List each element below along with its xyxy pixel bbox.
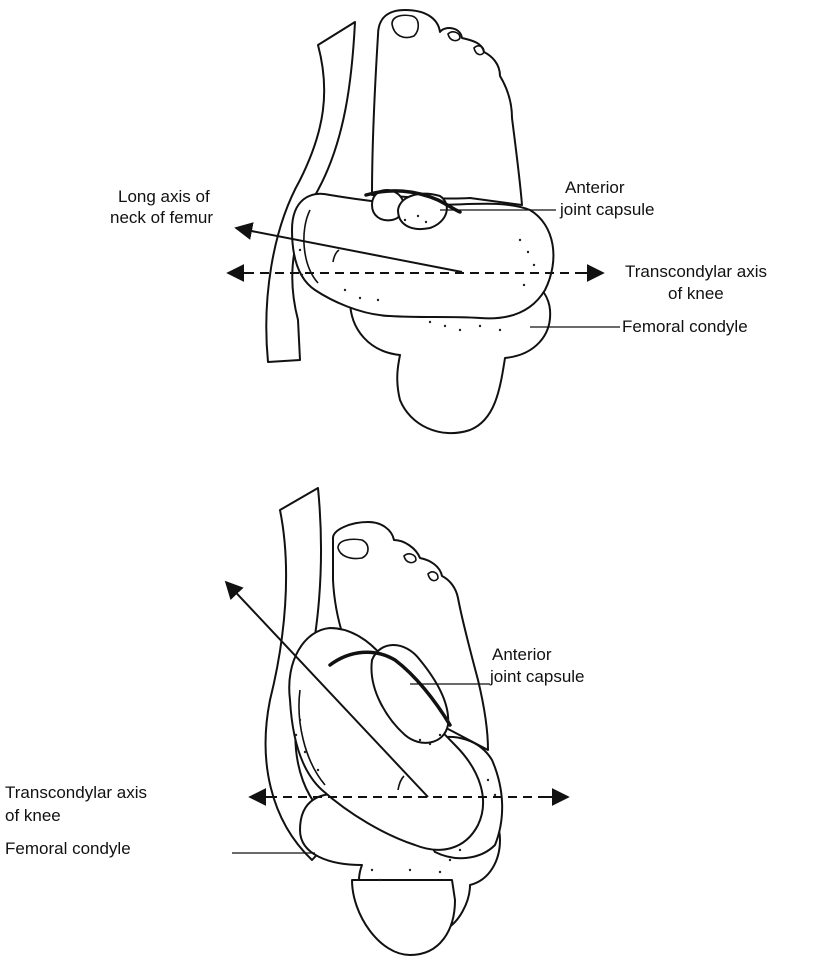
top-transcondylar-label-line1: Transcondylar axis	[625, 262, 767, 282]
top-pelvis-strip	[266, 22, 355, 362]
top-capsule-label-line1: Anterior	[565, 178, 625, 198]
top-long-axis-label-line2: neck of femur	[110, 208, 213, 228]
bottom-capsule-label-line1: Anterior	[492, 645, 552, 665]
top-foot	[372, 10, 522, 205]
top-transcondylar-label-line2: of knee	[668, 284, 724, 304]
top-condyle-label: Femoral condyle	[622, 317, 748, 337]
top-capsule-label-line2: joint capsule	[560, 200, 655, 220]
top-long-axis-label-line1: Long axis of	[118, 187, 210, 207]
top-view	[228, 10, 620, 433]
bottom-tibia	[352, 880, 455, 955]
bottom-condyle-label: Femoral condyle	[5, 839, 131, 859]
bottom-capsule-label-line2: joint capsule	[490, 667, 585, 687]
bottom-transcondylar-label-line1: Transcondylar axis	[5, 783, 147, 803]
bottom-view	[226, 488, 568, 955]
bottom-transcondylar-label-line2: of knee	[5, 806, 61, 826]
